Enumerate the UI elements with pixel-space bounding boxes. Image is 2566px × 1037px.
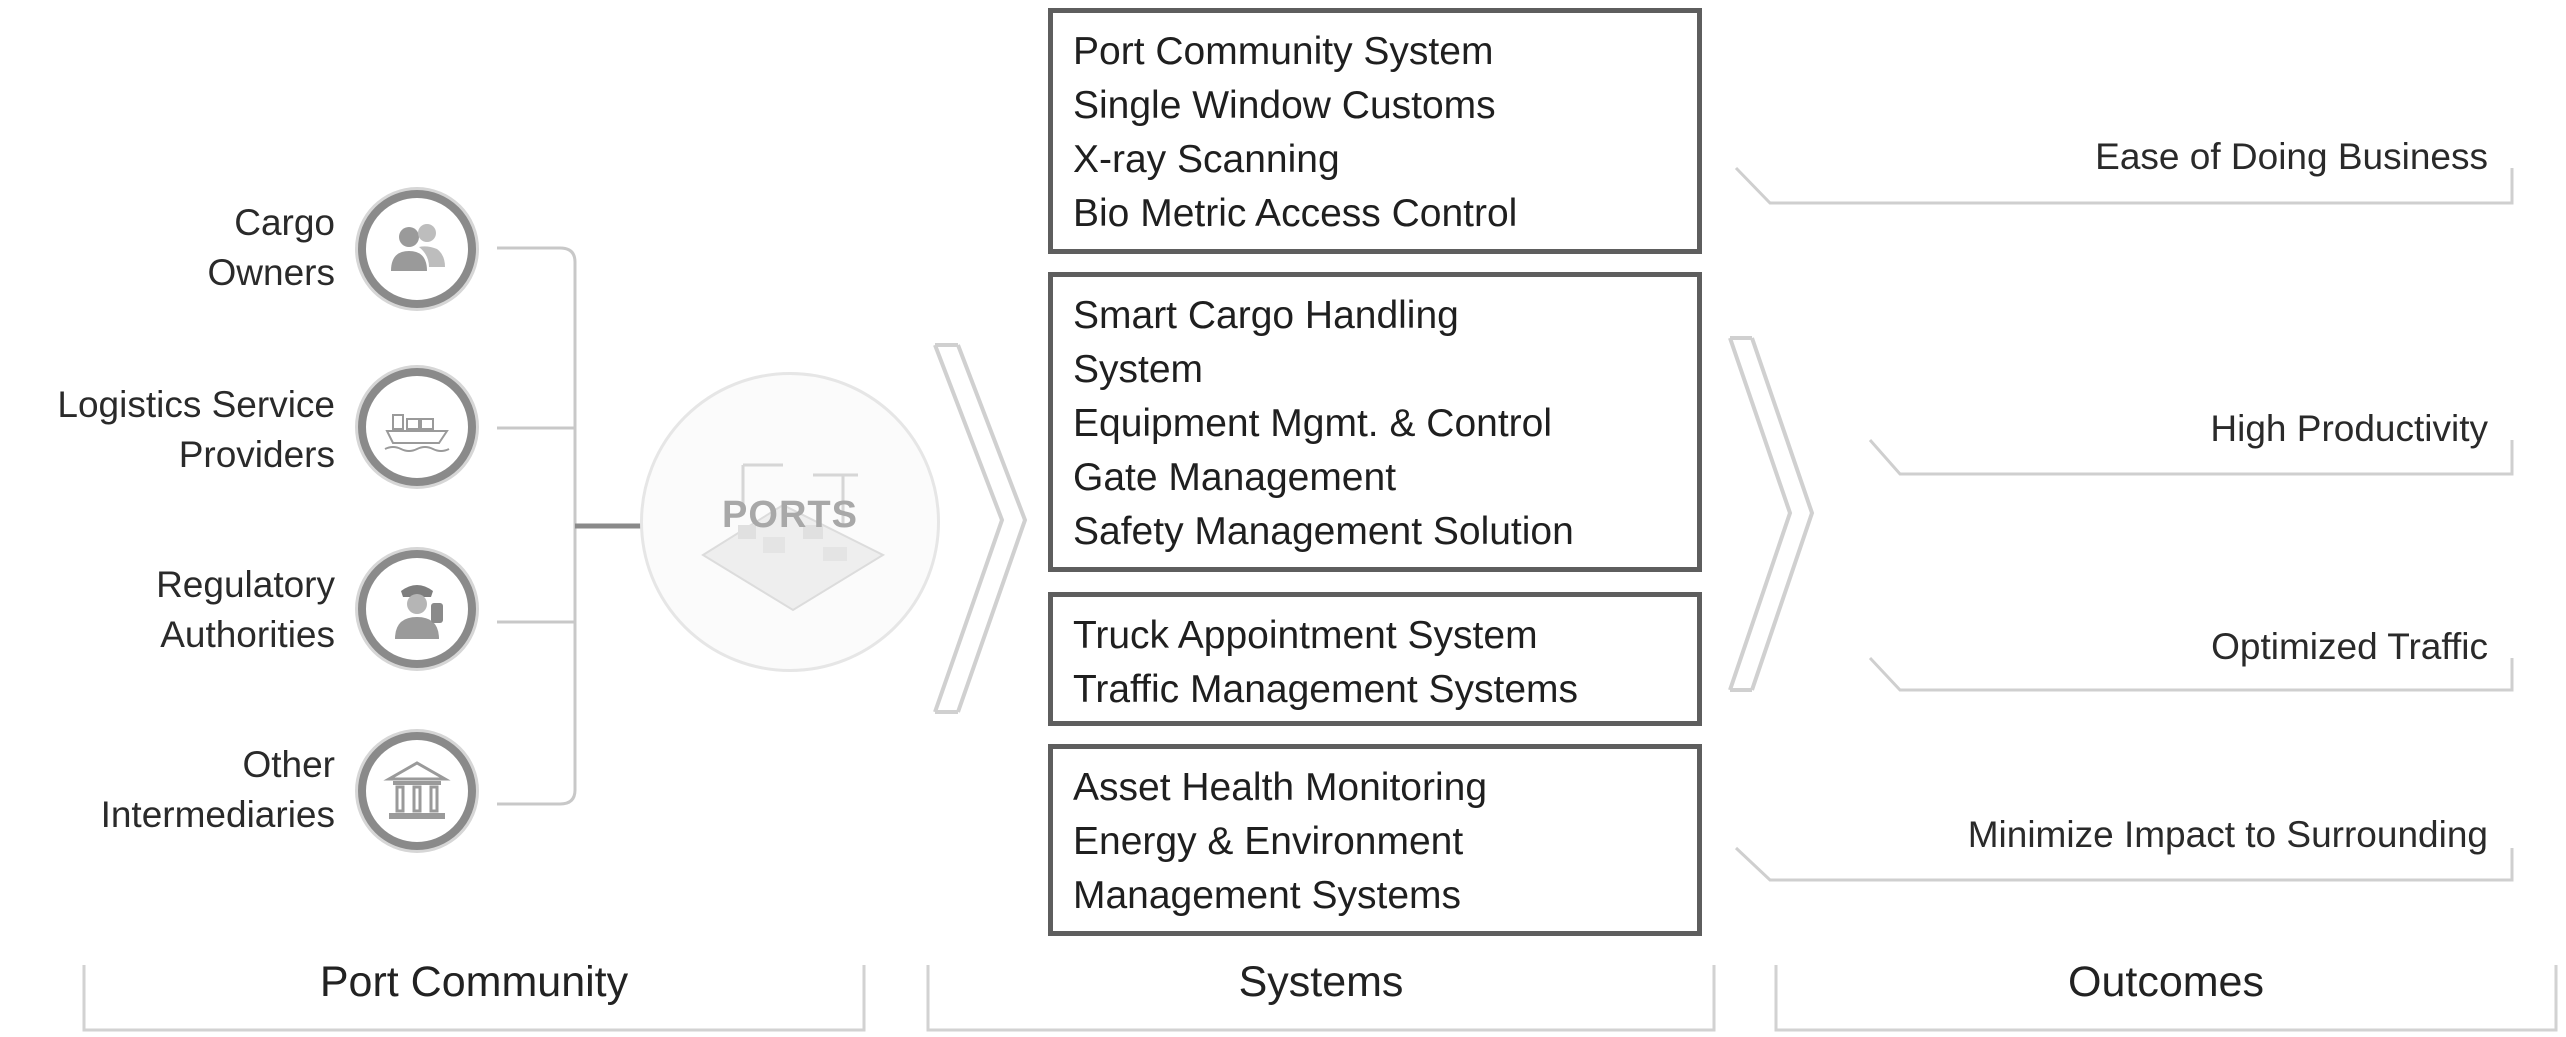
ports-label: PORTS bbox=[722, 494, 858, 536]
outcome-underline-4 bbox=[1734, 846, 2514, 882]
people-icon bbox=[358, 190, 476, 308]
system-box-2: Smart Cargo Handling System Equipment Mg… bbox=[1048, 272, 1702, 572]
member-label-regulatory: Regulatory Authorities bbox=[60, 560, 335, 660]
section-title-community: Port Community bbox=[319, 958, 629, 1006]
port-illustration-icon bbox=[701, 463, 886, 612]
member-label-line1: Logistics Service bbox=[57, 384, 335, 425]
system-item: X-ray Scanning bbox=[1073, 138, 1340, 181]
outcome-ease-of-business: Ease of Doing Business bbox=[2095, 136, 2488, 177]
chevron-right-icon-1 bbox=[933, 344, 1005, 713]
system-item: Management Systems bbox=[1073, 874, 1462, 917]
system-item: Safety Management Solution bbox=[1073, 510, 1574, 553]
section-brace-systems bbox=[926, 965, 1716, 1032]
member-label-line1: Other bbox=[242, 744, 335, 785]
system-item: Equipment Mgmt. & Control bbox=[1073, 402, 1553, 445]
system-item: Port Community System bbox=[1073, 30, 1494, 73]
member-label-line2: Providers bbox=[178, 434, 335, 475]
outcome-underline-1 bbox=[1734, 166, 2514, 205]
system-item: Smart Cargo Handling bbox=[1073, 294, 1459, 337]
officer-icon bbox=[358, 550, 476, 668]
system-item: Energy & Environment bbox=[1073, 820, 1464, 863]
system-box-3: Truck Appointment System Traffic Managem… bbox=[1048, 592, 1702, 726]
member-label-line2: Authorities bbox=[160, 614, 335, 655]
system-item: System bbox=[1073, 348, 1204, 391]
ship-icon bbox=[358, 368, 476, 486]
outcome-underline-3 bbox=[1868, 656, 2514, 692]
member-label-line2: Owners bbox=[207, 252, 335, 293]
system-item: Traffic Management Systems bbox=[1073, 668, 1579, 711]
member-label-line1: Regulatory bbox=[156, 564, 335, 605]
system-box-4: Asset Health Monitoring Energy & Environ… bbox=[1048, 744, 1702, 936]
system-item: Truck Appointment System bbox=[1073, 614, 1538, 657]
community-bracket bbox=[497, 246, 577, 806]
section-title-systems: Systems bbox=[1238, 958, 1404, 1006]
system-item: Asset Health Monitoring bbox=[1073, 766, 1488, 809]
outcome-optimized-traffic: Optimized Traffic bbox=[2211, 626, 2488, 667]
section-brace-community bbox=[82, 965, 866, 1032]
system-item: Gate Management bbox=[1073, 456, 1397, 499]
system-item: Bio Metric Access Control bbox=[1073, 192, 1518, 235]
member-label-logistics: Logistics Service Providers bbox=[0, 380, 335, 480]
system-box-1: Port Community System Single Window Cust… bbox=[1048, 8, 1702, 254]
member-label-line1: Cargo bbox=[234, 202, 335, 243]
member-label-cargo-owners: Cargo Owners bbox=[60, 198, 335, 298]
ports-hub-circle bbox=[640, 372, 940, 672]
system-item: Single Window Customs bbox=[1073, 84, 1496, 127]
section-brace-outcomes bbox=[1774, 965, 2558, 1032]
member-label-line2: Intermediaries bbox=[100, 794, 335, 835]
outcome-minimize-impact: Minimize Impact to Surrounding bbox=[1967, 814, 2488, 855]
outcome-high-productivity: High Productivity bbox=[2210, 408, 2488, 449]
chevron-right-icon-2 bbox=[1728, 337, 1793, 691]
section-title-outcomes: Outcomes bbox=[2068, 958, 2264, 1006]
chevron-right-icon-2b bbox=[1750, 337, 1815, 691]
member-label-intermediaries: Other Intermediaries bbox=[40, 740, 335, 840]
chevron-right-icon-1b bbox=[956, 344, 1028, 713]
outcome-underline-2 bbox=[1868, 439, 2514, 476]
bank-icon bbox=[358, 732, 476, 850]
